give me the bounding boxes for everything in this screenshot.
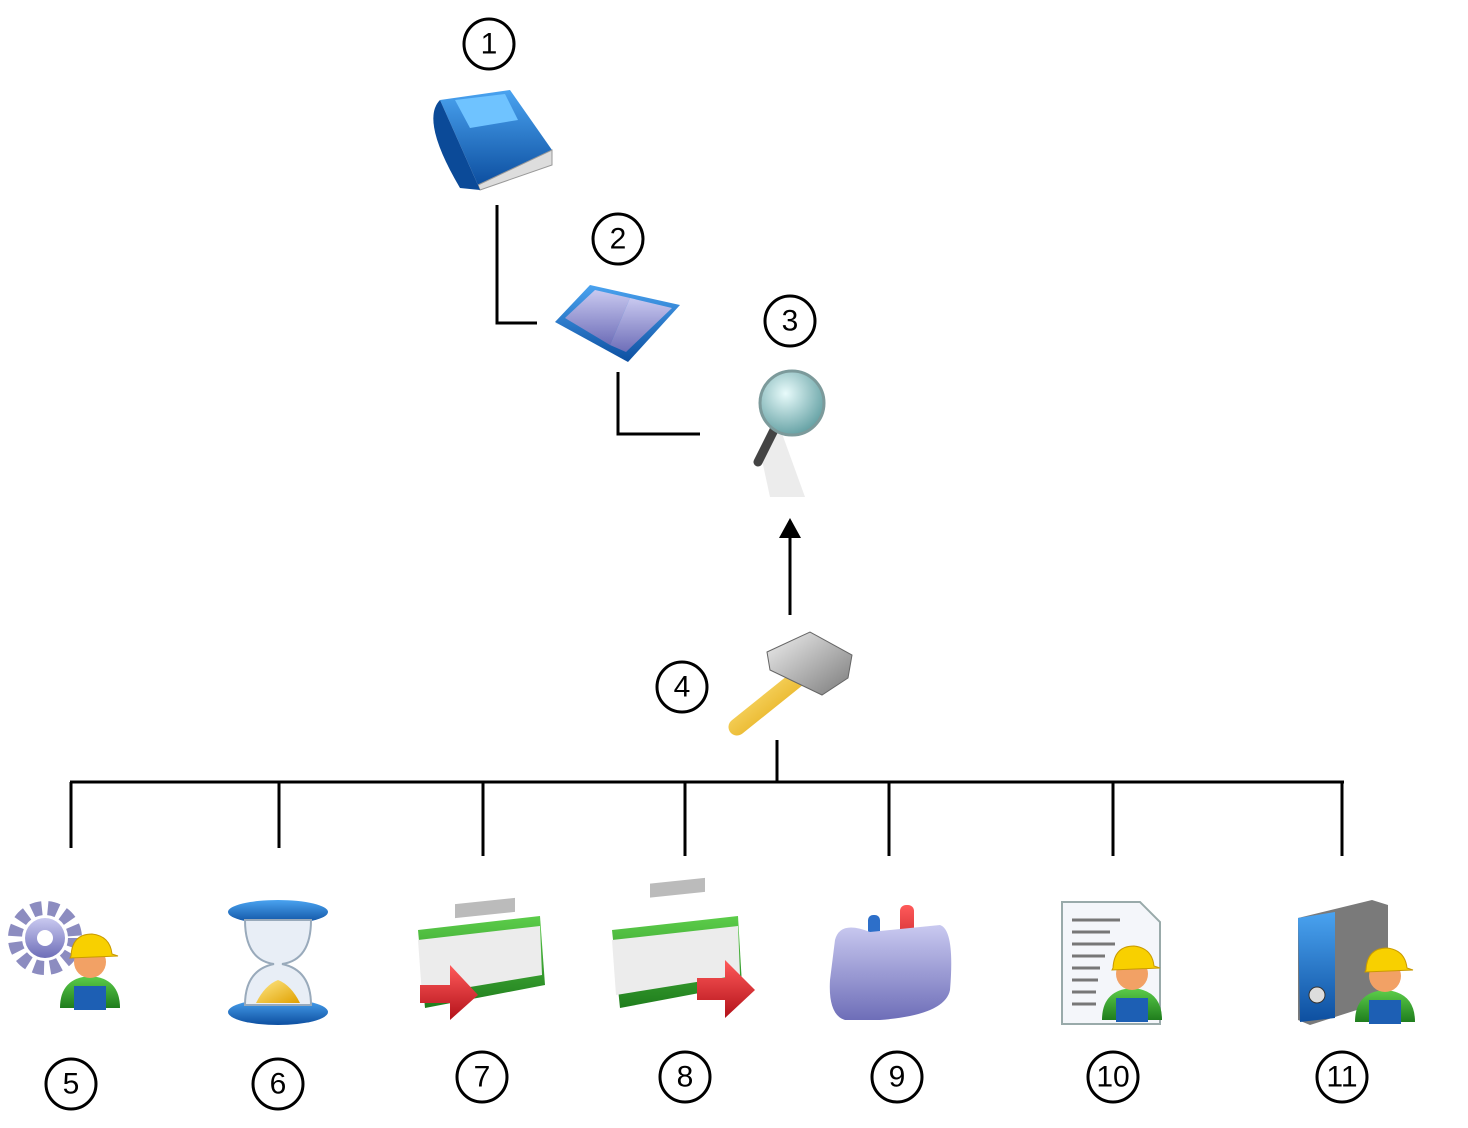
svg-text:6: 6 — [270, 1068, 287, 1101]
svg-text:1: 1 — [481, 28, 498, 61]
label-10: 10 — [1086, 1050, 1140, 1104]
connector-2-3 — [616, 372, 700, 436]
hourglass-icon — [228, 900, 328, 1025]
hammer-icon — [728, 631, 853, 736]
label-9: 9 — [870, 1050, 924, 1104]
label-3: 3 — [763, 294, 817, 348]
svg-text:4: 4 — [674, 671, 691, 704]
gear-worker-icon — [8, 901, 121, 1011]
svg-text:3: 3 — [782, 305, 799, 338]
svg-text:10: 10 — [1096, 1061, 1129, 1094]
import-package-icon — [418, 897, 545, 1020]
svg-text:8: 8 — [677, 1061, 694, 1094]
document-worker-icon — [1061, 901, 1163, 1025]
open-book-icon — [555, 285, 680, 362]
toolbox-icon — [829, 905, 952, 1020]
label-11: 11 — [1315, 1050, 1369, 1104]
label-8: 8 — [658, 1050, 712, 1104]
closed-book-icon — [433, 90, 553, 191]
svg-text:7: 7 — [474, 1061, 491, 1094]
label-2: 2 — [591, 212, 645, 266]
svg-text:5: 5 — [63, 1068, 80, 1101]
svg-text:2: 2 — [610, 223, 627, 256]
binder-worker-icon — [1298, 900, 1416, 1025]
label-5: 5 — [44, 1057, 98, 1111]
magnifier-icon — [753, 369, 826, 497]
label-6: 6 — [251, 1057, 305, 1111]
export-package-icon — [612, 877, 755, 1018]
connector-1-2 — [495, 205, 537, 325]
svg-text:9: 9 — [889, 1061, 906, 1094]
label-4: 4 — [655, 660, 709, 714]
arrowhead-icon — [779, 518, 801, 538]
label-1: 1 — [462, 17, 516, 71]
label-7: 7 — [455, 1050, 509, 1104]
svg-text:11: 11 — [1326, 1061, 1357, 1094]
